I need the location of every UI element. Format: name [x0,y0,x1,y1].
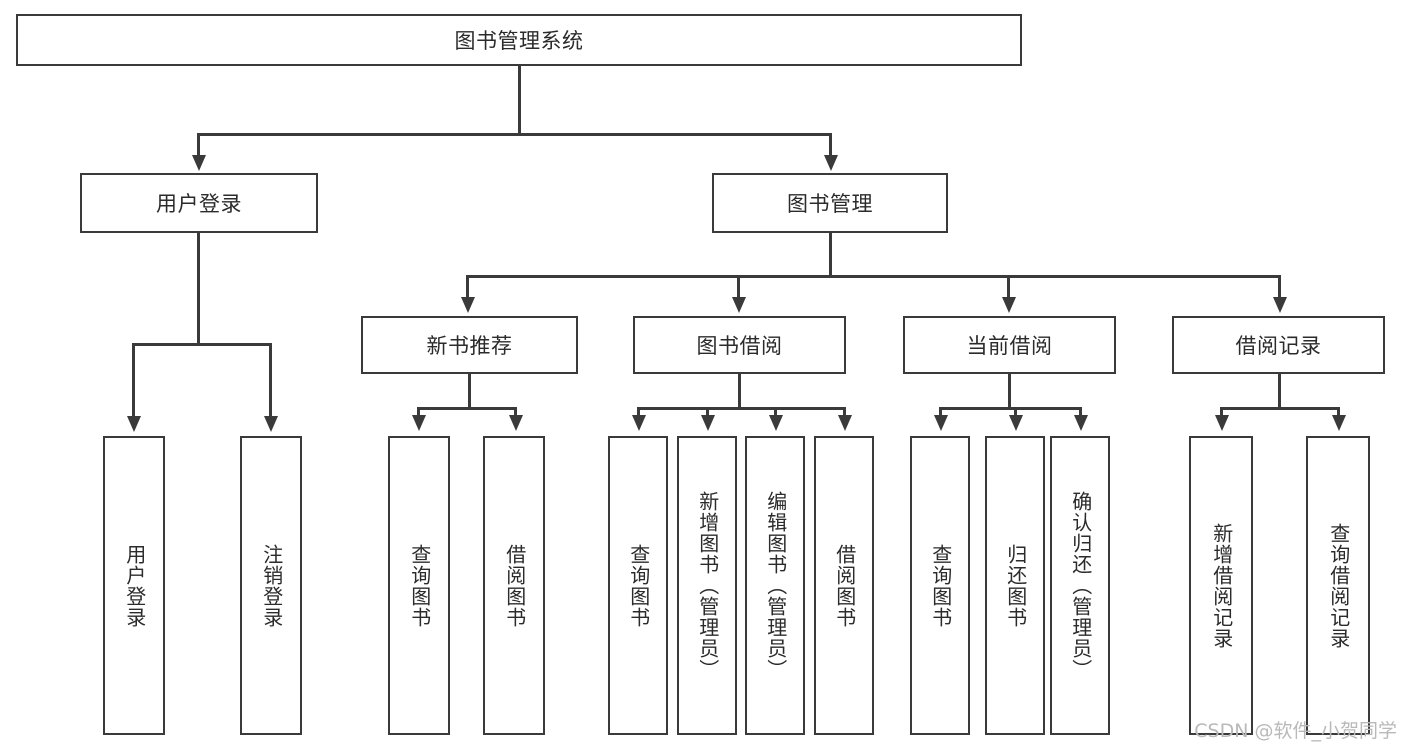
arrow-borrow-to-leaf2 [701,415,715,431]
leaf-logout-login[interactable]: 注销登录 [240,436,302,735]
edge-records-to-leaf1 [1220,407,1223,417]
leaf-add-borrow-record[interactable]: 新增借阅记录 [1189,436,1253,735]
node-current-borrowing-label: 当前借阅 [966,334,1053,358]
arrow-root-to-bookmgmt [824,155,838,171]
leaf-user-login[interactable]: 用户登录 [103,436,165,735]
node-book-borrowing[interactable]: 图书借阅 [633,316,846,374]
leaf-add-book-admin[interactable]: 新增图书（管理员） [677,436,737,735]
edge-root-to-login [197,133,200,157]
arrow-newbook-to-leaf2 [509,415,523,431]
leaf-query-books-borrow-label: 查询图书 [626,543,651,628]
leaf-query-books-recommend-label: 查询图书 [407,543,432,628]
edge-login-to-leaf1 [132,343,135,418]
leaf-add-borrow-record-label: 新增借阅记录 [1209,522,1234,649]
node-user-login[interactable]: 用户登录 [80,173,318,233]
node-current-borrowing[interactable]: 当前借阅 [903,316,1116,374]
edge-bookmgmt-to-current [1007,275,1010,299]
node-borrow-records[interactable]: 借阅记录 [1172,316,1385,374]
node-root-label: 图书管理系统 [454,29,584,53]
edge-bookmgmt-to-borrow [737,275,740,299]
arrow-newbook-to-leaf1 [412,415,426,431]
leaf-query-borrow-record[interactable]: 查询借阅记录 [1306,436,1370,735]
edge-bookmgmt-to-newbook [466,275,469,299]
leaf-edit-book-admin-label: 编辑图书（管理员） [763,491,788,680]
edge-borrow-to-leaf4 [843,407,846,417]
arrow-bookmgmt-to-records [1273,297,1287,313]
leaf-borrow-books-borrow-label: 借阅图书 [832,543,857,628]
node-user-login-label: 用户登录 [156,192,242,216]
edge-bookmgmt-to-records [1278,275,1281,299]
node-borrow-records-label: 借阅记录 [1235,334,1322,358]
arrow-borrow-to-leaf4 [838,415,852,431]
edge-bookmgmt-bus [466,275,1281,278]
edge-records-bus [1220,407,1339,410]
edge-newbook-to-leaf1 [417,407,420,417]
arrow-records-to-leaf1 [1215,415,1229,431]
edge-newbook-to-leaf2 [514,407,517,417]
edge-newbook-bus [417,407,517,410]
edge-current-to-leaf1 [939,407,942,417]
edge-borrow-to-leaf2 [706,407,709,417]
leaf-query-books-current-label: 查询图书 [928,543,953,628]
edge-login-bus [132,343,272,346]
node-new-book-recommendation[interactable]: 新书推荐 [361,316,578,374]
arrow-current-to-leaf3 [1074,415,1088,431]
leaf-borrow-books-recommend-label: 借阅图书 [502,543,527,628]
node-new-book-recommendation-label: 新书推荐 [426,334,513,358]
arrow-borrow-to-leaf3 [769,415,783,431]
edge-root-trunk [518,66,521,133]
edge-bookmgmt-trunk [829,233,832,275]
leaf-borrow-books-borrow[interactable]: 借阅图书 [814,436,874,735]
arrow-bookmgmt-to-current [1002,297,1016,313]
edge-borrow-to-leaf1 [637,407,640,417]
node-book-management[interactable]: 图书管理 [712,173,948,233]
arrow-login-to-leaf1 [127,416,141,432]
edge-borrow-to-leaf3 [774,407,777,417]
leaf-add-book-admin-label: 新增图书（管理员） [695,491,720,680]
edge-current-trunk [1008,374,1011,407]
edge-login-to-leaf2 [269,343,272,418]
leaf-confirm-return-admin-label: 确认归还（管理员） [1068,491,1093,680]
leaf-query-books-current[interactable]: 查询图书 [910,436,970,735]
leaf-query-books-recommend[interactable]: 查询图书 [388,436,450,735]
edge-login-trunk [197,233,200,343]
leaf-logout-login-label: 注销登录 [259,543,284,628]
edge-records-trunk [1278,374,1281,407]
edge-current-to-leaf2 [1014,407,1017,417]
arrow-current-to-leaf1 [934,415,948,431]
edge-borrow-bus [637,407,845,410]
edge-records-to-leaf2 [1337,407,1340,417]
leaf-query-books-borrow[interactable]: 查询图书 [608,436,668,735]
arrow-root-to-login [192,155,206,171]
arrow-borrow-to-leaf1 [632,415,646,431]
leaf-confirm-return-admin[interactable]: 确认归还（管理员） [1050,436,1110,735]
edge-borrow-trunk [738,374,741,407]
edge-root-bus [197,133,831,136]
watermark: CSDN @软件_小贺同学 [1194,720,1397,742]
arrow-bookmgmt-to-newbook [461,297,475,313]
leaf-query-borrow-record-label: 查询借阅记录 [1326,522,1351,649]
edge-current-bus [939,407,1081,410]
leaf-return-books-label: 归还图书 [1003,543,1028,628]
edge-current-to-leaf3 [1079,407,1082,417]
leaf-borrow-books-recommend[interactable]: 借阅图书 [483,436,545,735]
leaf-return-books[interactable]: 归还图书 [985,436,1045,735]
arrow-records-to-leaf2 [1332,415,1346,431]
node-book-management-label: 图书管理 [787,192,873,216]
arrow-bookmgmt-to-borrow [732,297,746,313]
leaf-user-login-label: 用户登录 [122,543,147,628]
arrow-current-to-leaf2 [1009,415,1023,431]
edge-newbook-trunk [468,374,471,407]
leaf-edit-book-admin[interactable]: 编辑图书（管理员） [745,436,805,735]
edge-root-to-bookmgmt [829,133,832,157]
node-book-borrowing-label: 图书借阅 [696,334,783,358]
node-root-system[interactable]: 图书管理系统 [16,14,1022,66]
arrow-login-to-leaf2 [264,416,278,432]
